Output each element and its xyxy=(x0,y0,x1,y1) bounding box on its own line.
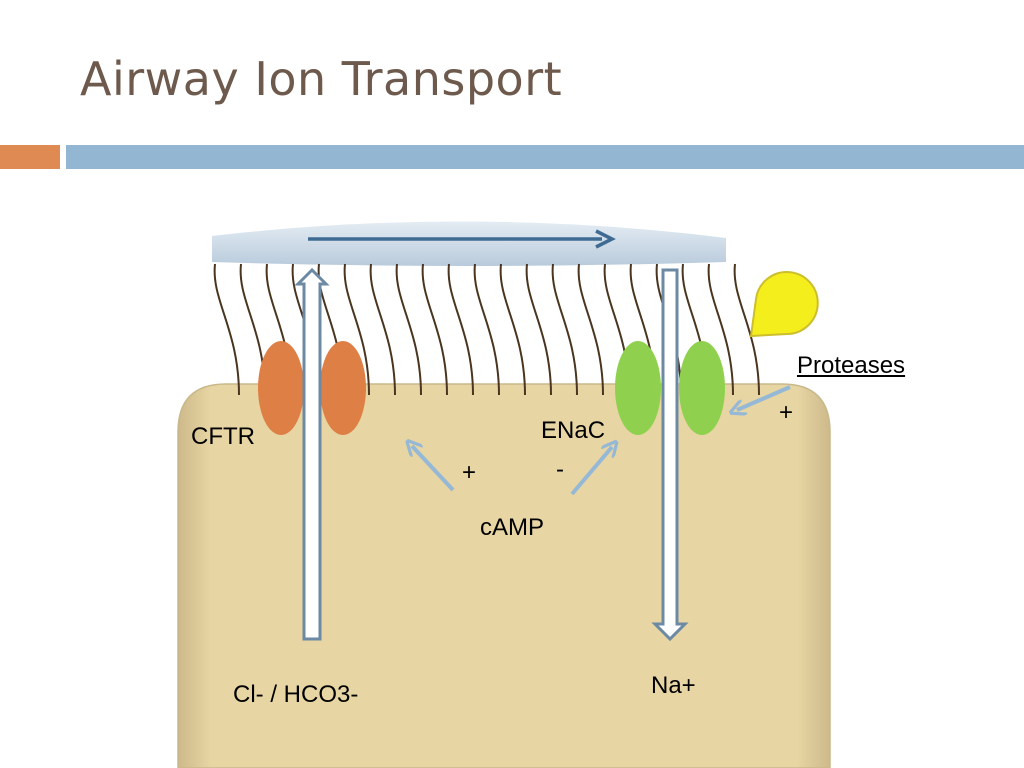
label-proteases: Proteases xyxy=(797,352,906,379)
cilium xyxy=(421,263,448,396)
flow-arrow-icon xyxy=(308,229,616,249)
cilium xyxy=(707,263,734,396)
label-protease-sign: + xyxy=(779,399,794,426)
chloride-secretion-arrow xyxy=(294,267,330,641)
label-camp-cftr-sign: + xyxy=(462,459,477,486)
mucus-layer xyxy=(212,221,726,266)
epithelial-cell xyxy=(177,383,831,768)
camp-to-cftr-arrow xyxy=(412,446,455,492)
label-cl-hco3: Cl- / HCO3- xyxy=(233,681,359,708)
cilium xyxy=(499,263,526,396)
enac-channel-right xyxy=(679,341,725,435)
protease-icon xyxy=(749,271,819,338)
cilium xyxy=(447,263,474,396)
cilium xyxy=(473,263,500,396)
enac-channel-left xyxy=(615,341,661,435)
cilium xyxy=(733,263,760,396)
label-enac: ENaC xyxy=(541,417,606,444)
camp-to-enac-arrow xyxy=(570,447,612,496)
title-accent-orange xyxy=(0,145,60,169)
protease-to-enac-arrow xyxy=(737,385,791,410)
title-accent-blue xyxy=(66,145,1024,169)
cilium xyxy=(577,263,604,396)
label-cftr: CFTR xyxy=(191,423,255,450)
cilium xyxy=(525,263,552,396)
sodium-absorption-arrow xyxy=(651,268,689,642)
label-na: Na+ xyxy=(651,672,696,699)
cftr-channel-right xyxy=(320,341,366,435)
cilium xyxy=(551,263,578,396)
cilium xyxy=(369,263,396,396)
label-camp: cAMP xyxy=(480,514,545,541)
cftr-channel-left xyxy=(258,341,304,435)
cilium xyxy=(213,263,240,396)
cilium xyxy=(343,263,370,396)
cilium xyxy=(395,263,422,396)
label-camp-enac-sign: - xyxy=(556,456,564,483)
slide-title: Airway Ion Transport xyxy=(80,52,563,106)
